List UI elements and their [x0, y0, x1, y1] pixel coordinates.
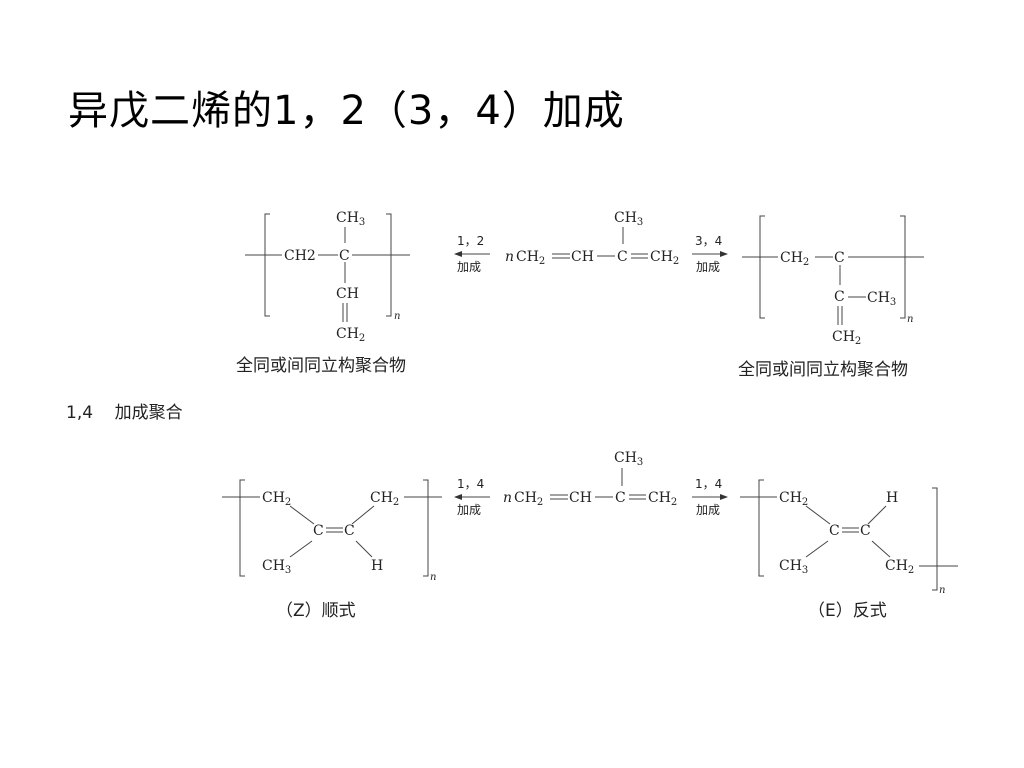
monomer-top: n CH2 CH C CH2 CH3: [505, 210, 679, 267]
caption-cis: （Z）顺式: [276, 601, 356, 621]
ch2-top-left: CH2: [262, 490, 291, 508]
monomer-ch2-a: CH2: [516, 249, 545, 267]
arrow-top-right: 3，4 加成: [692, 234, 728, 274]
methyl-group: CH3: [336, 210, 365, 228]
monomer-ch2-b: CH2: [648, 490, 677, 508]
alkene-carbon-left: C: [829, 523, 840, 539]
vinyl-ch2: CH2: [832, 329, 861, 347]
methyl-group: CH3: [867, 290, 896, 308]
arrow-label-top: 1，4: [695, 477, 722, 491]
subscript-n: n: [939, 585, 945, 596]
monomer-ch2-b: CH2: [650, 249, 679, 267]
alkene-carbon-right: C: [344, 523, 355, 539]
monomer-n: n: [505, 249, 514, 265]
top-right-polymer: n CH2 C C CH3 CH2 全同或间同立构聚合物: [738, 215, 924, 380]
ch2-top-left: CH2: [779, 490, 808, 508]
monomer-n: n: [503, 490, 512, 506]
ch2-group: CH2: [780, 250, 809, 268]
caption-top-left: 全同或间同立构聚合物: [236, 356, 406, 376]
arrow-label-bottom: 加成: [457, 260, 481, 274]
arrow-bottom-left: 1，4 加成: [454, 477, 490, 517]
monomer-methyl: CH3: [614, 450, 643, 468]
arrow-label-bottom: 加成: [457, 503, 481, 517]
arrow-label-top: 1，4: [457, 477, 484, 491]
pendant-carbon: C: [834, 289, 845, 305]
ch3-bottom-left: CH3: [262, 558, 291, 576]
ch2-bottom-right: CH2: [885, 558, 914, 576]
bottom-right-polymer: n CH2 H C C CH3 CH2 （E）反式: [740, 479, 958, 621]
alkene-carbon-left: C: [313, 523, 324, 539]
arrow-label-top: 1，2: [457, 234, 484, 248]
vinyl-ch2: CH2: [336, 326, 365, 344]
arrow-top-left: 1，2 加成: [454, 234, 490, 274]
subscript-n: n: [907, 314, 913, 325]
caption-trans: （E）反式: [808, 601, 887, 621]
monomer-ch: CH: [569, 490, 592, 506]
arrow-label-bottom: 加成: [696, 260, 720, 274]
arrow-bottom-right: 1，4 加成: [692, 477, 728, 517]
alkene-carbon-right: C: [860, 523, 871, 539]
monomer-c: C: [615, 490, 626, 506]
monomer-bottom: n CH2 CH C CH2 CH3: [503, 450, 677, 508]
caption-top-right: 全同或间同立构聚合物: [738, 360, 908, 380]
bottom-left-polymer: n CH2 CH2 C C CH3 H （Z）顺式: [222, 479, 442, 621]
monomer-c: C: [617, 249, 628, 265]
arrow-label-top: 3，4: [695, 234, 722, 248]
backbone-carbon: C: [339, 248, 350, 264]
subscript-n: n: [430, 572, 436, 583]
monomer-methyl: CH3: [614, 210, 643, 228]
subscript-n: n: [394, 311, 400, 322]
monomer-ch: CH: [571, 249, 594, 265]
arrow-label-bottom: 加成: [696, 503, 720, 517]
section-label-1-4: 1,4 加成聚合: [66, 403, 183, 423]
vinyl-ch: CH: [336, 286, 359, 302]
ch2-top-right: CH2: [370, 490, 399, 508]
ch2-group: CH2: [284, 248, 316, 264]
ch3-bottom-left: CH3: [779, 558, 808, 576]
h-top-right: H: [886, 490, 898, 506]
monomer-ch2-a: CH2: [514, 490, 543, 508]
top-left-polymer: n CH2 C CH3 CH CH2 全同或间同立构聚合物: [236, 210, 410, 376]
h-bottom-right: H: [371, 558, 383, 574]
backbone-carbon: C: [834, 250, 845, 266]
slide-title: 异戊二烯的1，2（3，4）加成: [68, 88, 625, 134]
